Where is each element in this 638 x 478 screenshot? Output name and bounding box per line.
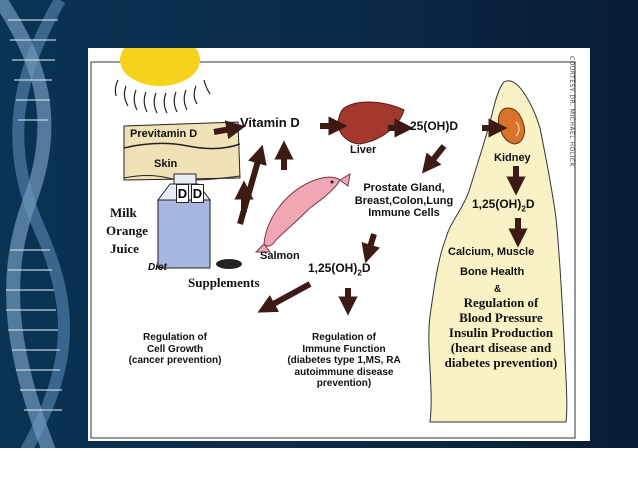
arrow-previtamin-to-vitamin xyxy=(213,120,246,140)
label-ampersand: & xyxy=(494,284,502,295)
arrow-25ohd-to-tissues xyxy=(422,144,447,174)
immune-line-2: Immune Function xyxy=(302,343,386,355)
arrow-tissues-to-local-calcitriol xyxy=(361,233,380,264)
label-juice: Juice xyxy=(110,241,139,256)
label-diet: Diet xyxy=(148,262,167,273)
label-cell-growth: Regulation of Cell Growth (cancer preven… xyxy=(116,332,234,367)
sun-icon xyxy=(114,48,211,114)
arrow-local-to-cell-growth xyxy=(257,281,312,313)
label-immune-function: Regulation of Immune Function (diabetes … xyxy=(274,332,414,390)
immune-line-3: (diabetes type 1,MS, RA xyxy=(287,355,401,366)
kidney-effect-line-4: (heart disease and xyxy=(450,339,552,355)
image-credit: COURTESY DR. MICHAEL HOLICK xyxy=(568,56,575,168)
label-bone-health: Bone Health xyxy=(460,266,525,278)
kidney-effect-line-2: Blood Pressure xyxy=(459,309,543,325)
calcitriol-local-tail: D xyxy=(361,261,371,275)
label-25ohd: 25(OH)D xyxy=(410,119,459,133)
calcitriol-local-main: 1,25(OH) xyxy=(308,261,358,275)
label-liver: Liver xyxy=(350,144,377,156)
milk-carton-letters: D D xyxy=(176,184,206,214)
kidney-effect-line-1: Regulation of xyxy=(463,295,539,310)
inner-frame xyxy=(90,61,576,439)
label-salmon: Salmon xyxy=(260,250,300,262)
cell-growth-line-3: (cancer prevention) xyxy=(128,355,222,366)
label-calcium-muscle: Calcium, Muscle xyxy=(448,246,535,258)
label-kidney: Kidney xyxy=(494,152,531,164)
label-skin: Skin xyxy=(154,158,178,170)
milk-letter-d-left: D xyxy=(176,184,189,203)
label-supplements: Supplements xyxy=(188,275,260,290)
salmon-icon xyxy=(254,173,351,253)
skin-icon xyxy=(123,121,241,181)
tissue-line-2: Breast,Colon,Lung xyxy=(354,194,454,207)
calcitriol-kidney-sub: 2 xyxy=(521,204,526,214)
label-previtamin: Previtamin D xyxy=(130,128,198,140)
tissue-line-3: Immune Cells xyxy=(368,207,440,220)
immune-line-1: Regulation of xyxy=(312,332,376,343)
liver-icon xyxy=(337,101,405,145)
label-vitamin-d: Vitamin D xyxy=(240,115,300,130)
cell-growth-line-1: Regulation of xyxy=(143,332,207,343)
label-milk: Milk xyxy=(110,205,137,220)
kidney-effect-line-5: diabetes prevention) xyxy=(444,354,558,370)
supplement-pill-icon xyxy=(216,259,242,269)
calcitriol-local-sub: 2 xyxy=(357,268,362,278)
label-orange: Orange xyxy=(106,223,148,238)
calcitriol-kidney-main: 1,25(OH) xyxy=(472,197,522,211)
label-calcitriol-kidney: 1,25(OH)2D xyxy=(472,197,535,214)
milk-letter-d-right: D xyxy=(191,184,204,203)
label-kidney-effects: Regulation of Blood Pressure Insulin Pro… xyxy=(434,295,568,371)
calcitriol-kidney-tail: D xyxy=(525,197,535,211)
diagram-panel: COURTESY DR. MICHAEL HOLICK Previtamin D… xyxy=(88,48,590,441)
mountain-shape xyxy=(428,80,568,423)
arrow-diet-to-vitamin xyxy=(237,144,267,225)
immune-line-5: prevention) xyxy=(316,378,372,389)
label-calcitriol-local: 1,25(OH)2D xyxy=(308,261,371,278)
tissue-line-1: Prostate Gland, xyxy=(363,182,445,194)
label-target-tissues: Prostate Gland, Breast,Colon,Lung Immune… xyxy=(348,182,460,220)
kidney-effect-line-3: Insulin Production xyxy=(448,324,554,340)
cell-growth-line-2: Cell Growth xyxy=(146,343,204,355)
immune-line-4: autoimmune disease xyxy=(294,366,394,378)
